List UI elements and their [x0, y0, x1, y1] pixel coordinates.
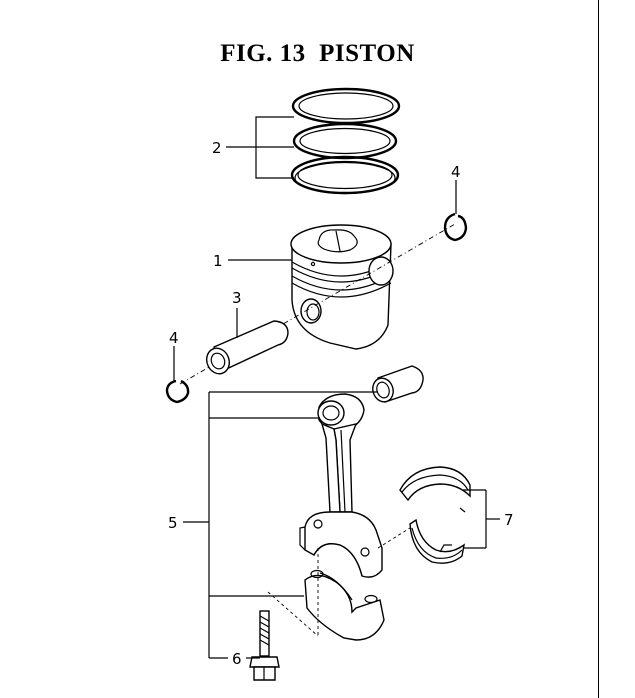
callout-6: 6: [232, 650, 242, 668]
connecting-rod: [299, 393, 385, 641]
bearing-assembly-line: [377, 527, 411, 549]
figure-title: FIG. 13 PISTON: [220, 40, 415, 67]
callout-4-right: 4: [451, 163, 461, 181]
callout-4-left: 4: [169, 329, 179, 347]
snap-ring-left: [165, 379, 190, 404]
pin-axis-centerline: [179, 223, 456, 385]
frame-border-line: [598, 0, 599, 698]
callout-2: 2: [212, 139, 222, 157]
crank-bearing-upper: [399, 466, 471, 513]
piston: [290, 224, 394, 350]
connecting-rod-bolt: [249, 610, 280, 681]
callout-5: 5: [168, 514, 178, 532]
piston-ring-middle: [292, 122, 398, 160]
leader-lines: [173, 116, 500, 659]
callout-3: 3: [232, 289, 242, 307]
bolt-assembly-line: [267, 591, 319, 637]
piston-ring-oil: [290, 155, 400, 195]
small-end-bushing: [372, 365, 424, 403]
snap-ring-right: [443, 212, 468, 242]
piston-ring-top: [291, 87, 401, 125]
piston-rings: [290, 87, 401, 195]
callout-1: 1: [213, 252, 223, 270]
piston-pin: [205, 320, 289, 375]
crank-bearing-lower: [409, 518, 465, 564]
callout-7: 7: [504, 511, 514, 529]
